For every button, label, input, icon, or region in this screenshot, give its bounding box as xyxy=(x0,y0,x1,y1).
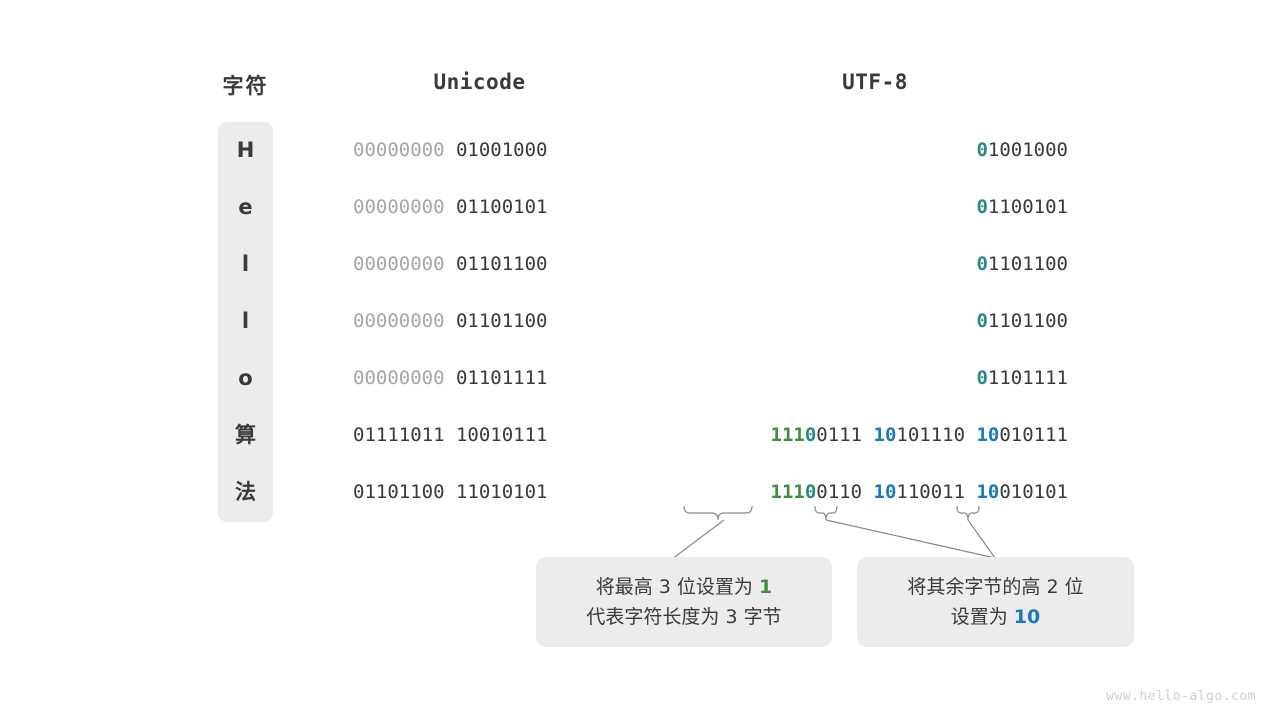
utf8-bits-6: 11100110 10110011 10010101 xyxy=(600,478,1068,506)
callout-left-l2-seg-0: 代表字符长度为 3 字节 xyxy=(586,606,782,628)
unicode-bits-5: 01111011 10010111 xyxy=(353,421,606,449)
callout-right-l1-seg-0: 将其余字节的高 2 位 xyxy=(907,576,1084,598)
callout-right-line-2: 设置为 10 xyxy=(951,602,1041,632)
character-cell-3: l xyxy=(241,309,250,333)
column-header-unicode: Unicode xyxy=(433,70,526,94)
utf8-bits-6-seg-6: 010101 xyxy=(999,481,1068,503)
utf8-bits-5-seg-4: 101110 xyxy=(896,424,977,446)
unicode-bits-4-seg-1: 01101111 xyxy=(455,367,548,389)
character-column-pill xyxy=(218,122,273,522)
utf8-bits-6-seg-5: 10 xyxy=(976,481,1000,503)
callout-left-line-2: 代表字符长度为 3 字节 xyxy=(586,602,781,632)
utf8-bits-2-seg-0: 0 xyxy=(976,253,988,275)
utf8-bits-1-seg-1: 1100101 xyxy=(987,196,1068,218)
callout-right-l2-seg-1: 10 xyxy=(1013,606,1041,628)
unicode-bits-3: 00000000 01101100 xyxy=(353,307,606,335)
unicode-bits-6-seg-0: 01101100 xyxy=(353,481,456,503)
unicode-bits-2: 00000000 01101100 xyxy=(353,250,606,278)
callout-right-l2-seg-0: 设置为 xyxy=(950,606,1014,628)
callout-right: 将其余字节的高 2 位 设置为 10 xyxy=(857,557,1134,647)
utf8-bits-5-seg-6: 010111 xyxy=(999,424,1068,446)
unicode-bits-0: 00000000 01001000 xyxy=(353,136,606,164)
unicode-bits-1-seg-1: 01100101 xyxy=(455,196,548,218)
unicode-bits-0-seg-0: 00000000 xyxy=(353,139,456,161)
utf8-bits-3-seg-0: 0 xyxy=(976,310,988,332)
unicode-bits-6-seg-1: 11010101 xyxy=(455,481,548,503)
unicode-bits-4-seg-0: 00000000 xyxy=(353,367,456,389)
callout-left: 将最高 3 位设置为 1 代表字符长度为 3 字节 xyxy=(536,557,832,647)
character-cell-1: e xyxy=(238,195,253,219)
utf8-bits-6-seg-1: 0 xyxy=(804,481,817,503)
unicode-bits-5-seg-1: 10010111 xyxy=(455,424,548,446)
unicode-bits-1: 00000000 01100101 xyxy=(353,193,606,221)
watermark: www.hello-algo.com xyxy=(1106,689,1256,704)
utf8-bits-4-seg-1: 1101111 xyxy=(987,367,1068,389)
character-cell-2: l xyxy=(241,252,250,276)
character-cell-4: o xyxy=(238,366,253,390)
utf8-bits-0: 01001000 xyxy=(600,136,1068,164)
utf8-bits-6-seg-4: 110011 xyxy=(896,481,977,503)
character-cell-5: 算 xyxy=(235,423,256,447)
unicode-bits-0-seg-1: 01001000 xyxy=(455,139,548,161)
utf8-bits-0-seg-1: 1001000 xyxy=(987,139,1068,161)
utf8-bits-0-seg-0: 0 xyxy=(976,139,988,161)
column-header-character: 字符 xyxy=(222,74,269,98)
callout-left-l1-seg-0: 将最高 3 位设置为 xyxy=(595,576,759,598)
callout-right-line-1: 将其余字节的高 2 位 xyxy=(907,572,1083,602)
utf8-bits-5: 11100111 10101110 10010111 xyxy=(600,421,1068,449)
utf8-bits-6-seg-2: 0110 xyxy=(816,481,874,503)
unicode-bits-6: 01101100 11010101 xyxy=(353,478,606,506)
utf8-bits-4-seg-0: 0 xyxy=(976,367,988,389)
character-cell-6: 法 xyxy=(235,480,256,504)
utf8-bits-5-seg-5: 10 xyxy=(976,424,1000,446)
utf8-bits-1-seg-0: 0 xyxy=(976,196,988,218)
unicode-bits-4: 00000000 01101111 xyxy=(353,364,606,392)
unicode-bits-1-seg-0: 00000000 xyxy=(353,196,456,218)
callout-left-l1-seg-1: 1 xyxy=(758,576,773,598)
utf8-bits-5-seg-2: 0111 xyxy=(816,424,874,446)
utf8-bits-2: 01101100 xyxy=(600,250,1068,278)
utf8-bits-2-seg-1: 1101100 xyxy=(987,253,1068,275)
utf8-bits-4: 01101111 xyxy=(600,364,1068,392)
utf8-bits-1: 01100101 xyxy=(600,193,1068,221)
utf8-bits-5-seg-3: 10 xyxy=(873,424,897,446)
unicode-bits-3-seg-0: 00000000 xyxy=(353,310,456,332)
unicode-bits-2-seg-0: 00000000 xyxy=(353,253,456,275)
utf8-bits-3-seg-1: 1101100 xyxy=(987,310,1068,332)
utf8-bits-6-seg-0: 111 xyxy=(770,481,805,503)
utf8-bits-5-seg-1: 0 xyxy=(804,424,817,446)
utf8-bits-6-seg-3: 10 xyxy=(873,481,897,503)
utf8-bits-5-seg-0: 111 xyxy=(770,424,805,446)
unicode-bits-3-seg-1: 01101100 xyxy=(455,310,548,332)
unicode-bits-5-seg-0: 01111011 xyxy=(353,424,456,446)
callout-left-line-1: 将最高 3 位设置为 1 xyxy=(596,572,772,602)
unicode-bits-2-seg-1: 01101100 xyxy=(455,253,548,275)
utf8-bits-3: 01101100 xyxy=(600,307,1068,335)
column-header-utf8: UTF-8 xyxy=(842,70,908,94)
character-cell-0: H xyxy=(236,138,255,162)
